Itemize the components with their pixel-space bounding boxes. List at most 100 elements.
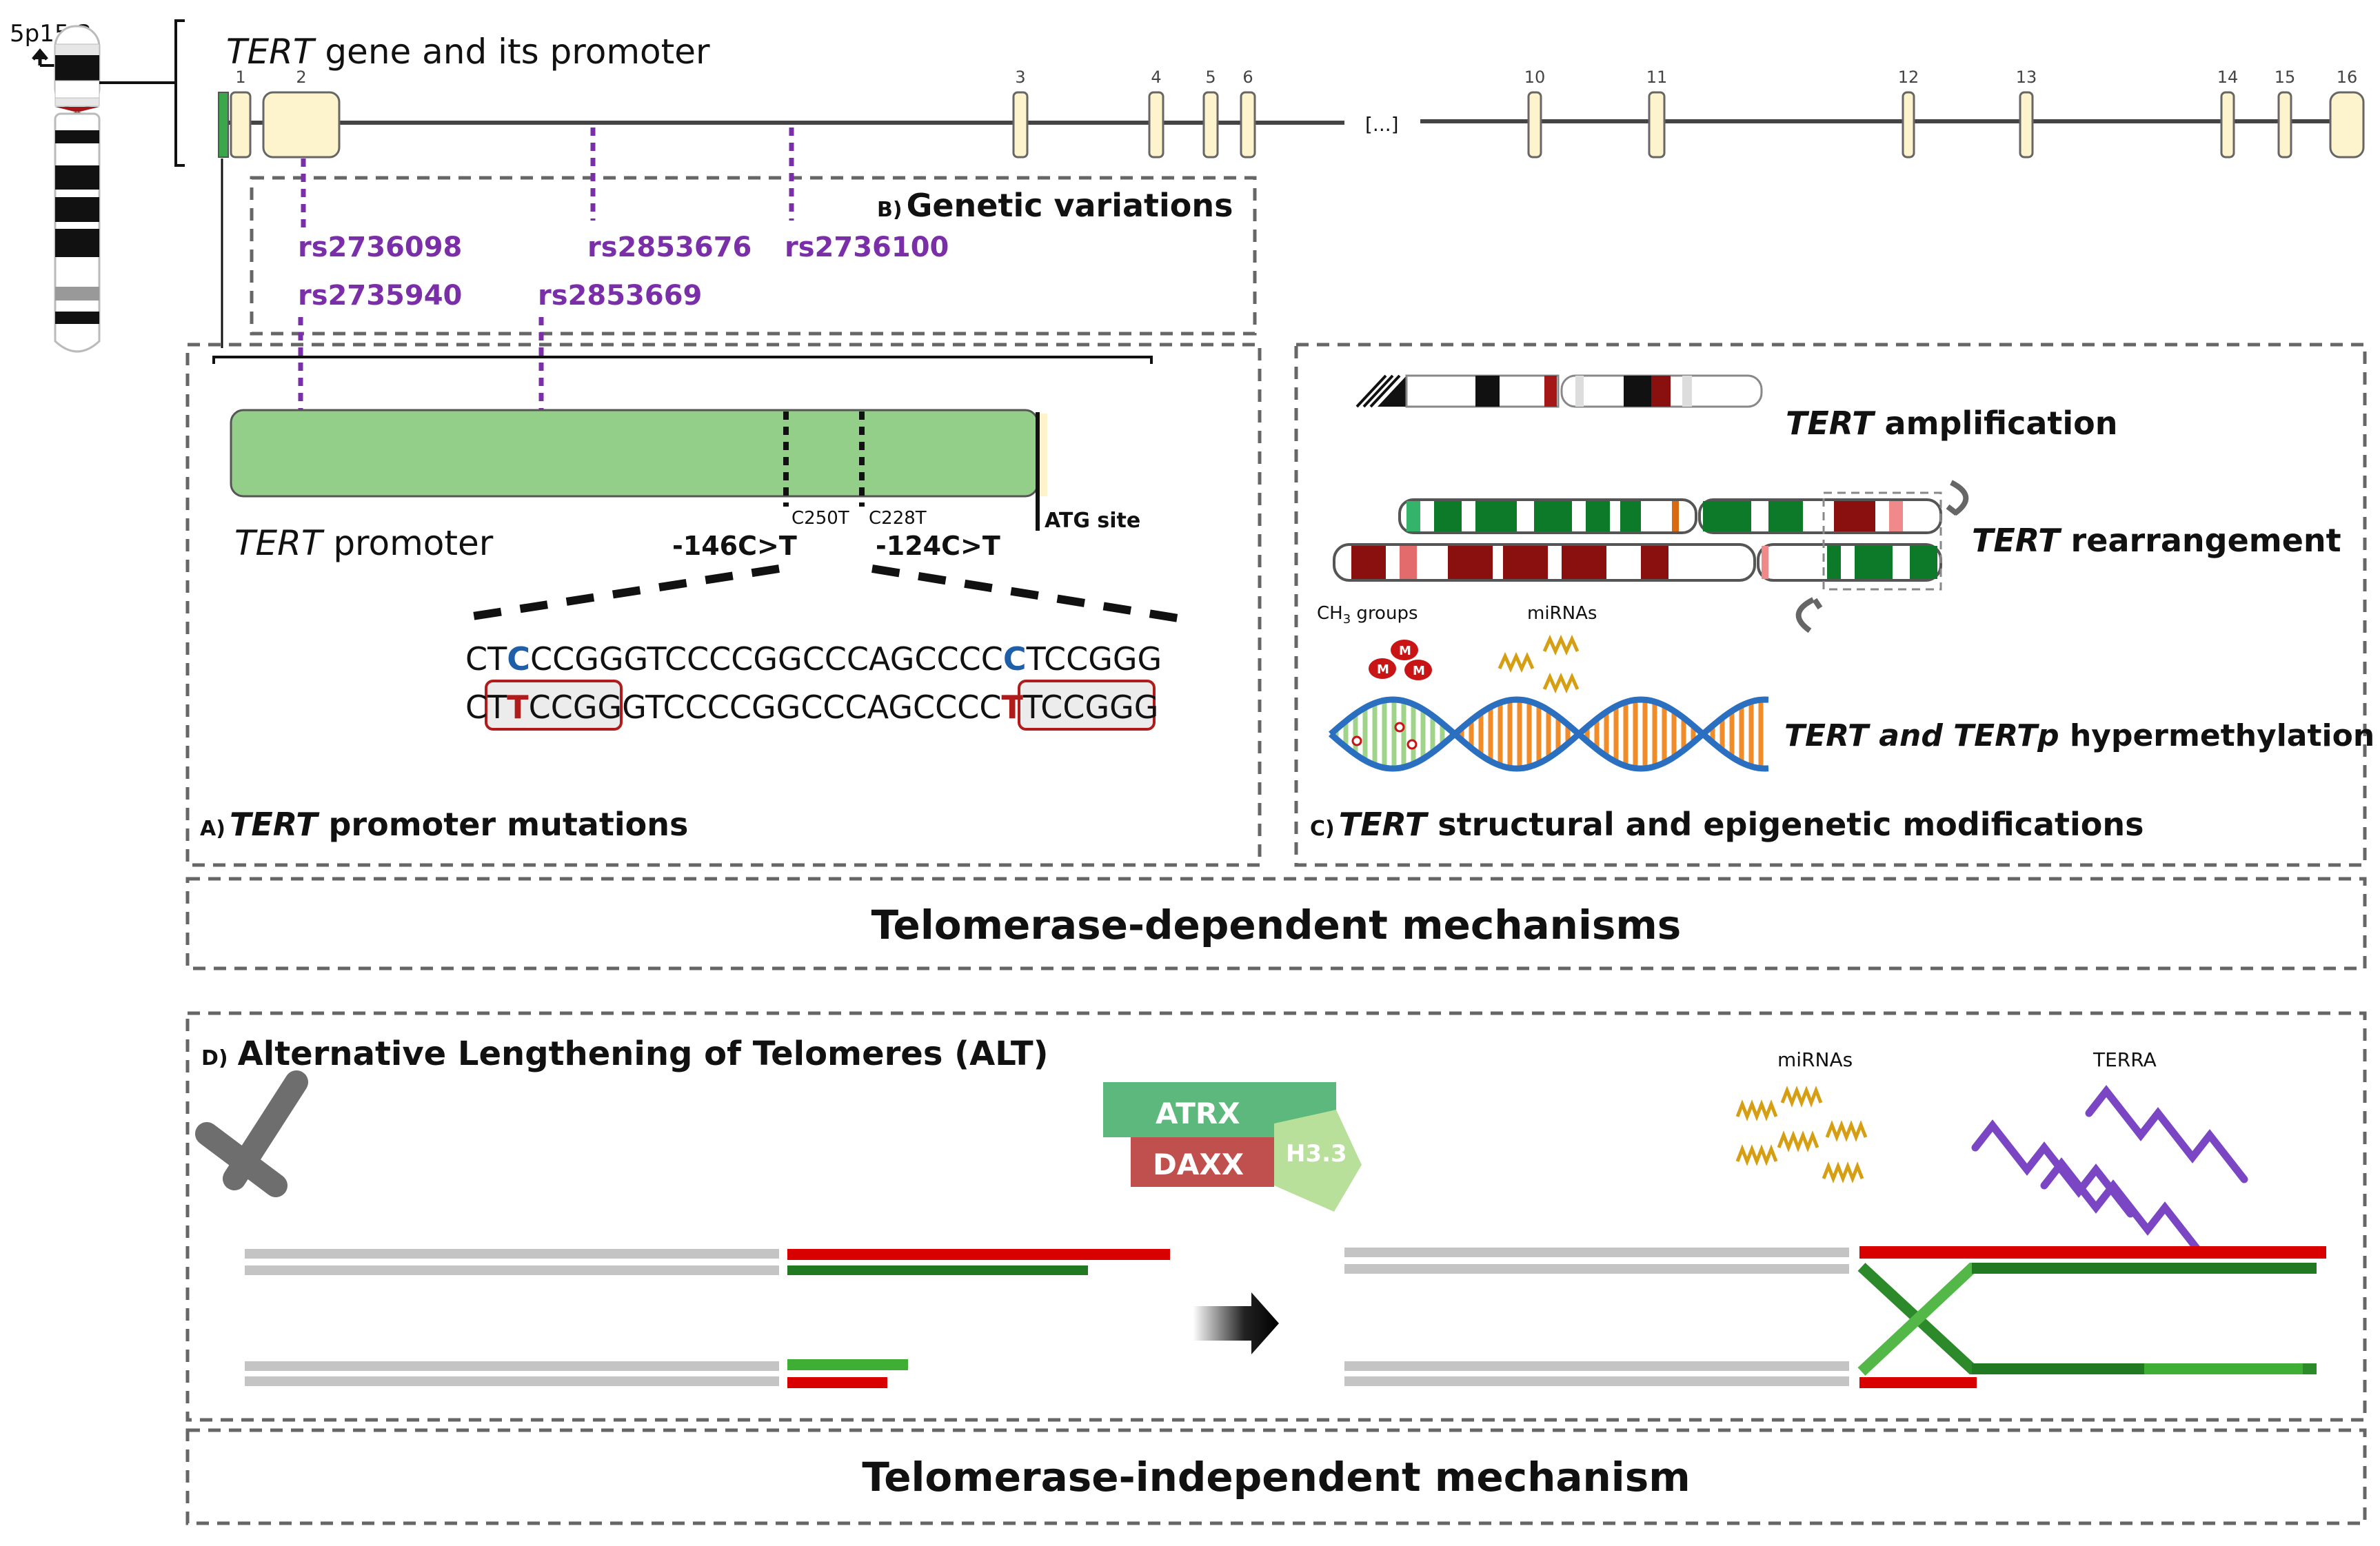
telomerase-dependent-box: [185, 877, 2367, 970]
zoom-line-left: [454, 565, 780, 623]
exon-number: 2: [296, 68, 306, 87]
methyl-groups-icon: M M M: [1369, 640, 1432, 680]
mirna-squiggle: [1735, 1144, 1778, 1166]
ch3-groups-label: CH3 groups: [1317, 603, 1418, 627]
mirna-squiggle: [1780, 1086, 1823, 1108]
snp-label: rs2736100: [785, 232, 949, 263]
mutation-146: -146C>T: [672, 531, 797, 561]
telomerase-dependent-label: Telomerase-dependent mechanisms: [871, 902, 1682, 948]
h33-block: [1274, 1110, 1362, 1212]
terra-squiggle: [2085, 1085, 2248, 1183]
svg-text:DAXX: DAXX: [1153, 1148, 1244, 1181]
exon-number: 6: [1242, 68, 1253, 87]
promoter-label: TERT promoter: [234, 523, 494, 563]
exon-3: [1012, 91, 1029, 159]
helix-strand: [1329, 696, 1769, 772]
daxx-block: [1131, 1137, 1274, 1187]
hypermethylation-label: TERT and TERTp hypermethylation: [1784, 718, 2374, 753]
rotate-arrow-icon: [1946, 480, 1969, 516]
mirna-squiggles-icon: [1497, 634, 1580, 694]
mirna-label-c: miRNAs: [1527, 603, 1597, 624]
gap-label: [...]: [1365, 113, 1399, 136]
panel-d-box: [185, 1011, 2367, 1422]
methyl-site: [1406, 739, 1418, 750]
mutation-label-c228t: C228T: [869, 508, 927, 529]
svg-text:H3.3: H3.3: [1286, 1140, 1347, 1168]
panel-d-title: D)Alternative Lengthening of Telomeres (…: [201, 1035, 1049, 1073]
mutation-124: -124C>T: [876, 531, 1000, 561]
svg-text:M: M: [1413, 664, 1425, 678]
transition-arrow-icon: [1193, 1292, 1279, 1354]
snp-label: rs2735940: [298, 280, 462, 312]
exon-11: [1648, 91, 1666, 159]
helix-strand: [1329, 696, 1769, 772]
mirna-squiggle: [1777, 1130, 1819, 1152]
svg-text:M: M: [1377, 662, 1389, 677]
telomere-strands-before: [245, 1249, 1170, 1388]
exon-13: [2019, 91, 2034, 159]
gene-title: TERT gene and its promoter: [226, 32, 710, 72]
dna-helix-icon: [1329, 696, 1769, 772]
rearrangement-label: TERT rearrangement: [1972, 522, 2341, 559]
terra-squiggle: [1971, 1119, 2135, 1218]
amplified-chromosome: [1355, 374, 1763, 408]
exon-number: 14: [2217, 68, 2239, 87]
mutation-box-2: [1018, 680, 1156, 731]
rotate-arrow-icon: [1795, 597, 1823, 633]
exon-number: 15: [2275, 68, 2296, 87]
telomerase-independent-label: Telomerase-independent mechanism: [862, 1454, 1690, 1501]
svg-text:M: M: [1399, 644, 1411, 658]
promoter-block: [218, 92, 229, 158]
exon-number: 5: [1205, 68, 1216, 87]
svg-text:ATRX: ATRX: [1156, 1097, 1240, 1130]
exon-number: 4: [1151, 68, 1161, 87]
telomere-strands-after: [1344, 1246, 2326, 1388]
mirna-squiggle: [1735, 1099, 1778, 1121]
exon-number: 16: [2337, 68, 2358, 87]
exon-number: 12: [1898, 68, 1919, 87]
methyl-site: [1351, 735, 1362, 746]
mirna-squiggle: [1822, 1161, 1864, 1183]
exon-6: [1240, 91, 1256, 159]
exon-15: [2277, 91, 2292, 159]
snp-label: rs2736098: [298, 232, 462, 263]
chromosome-x-icon: [195, 1070, 308, 1197]
exon-number: 3: [1015, 68, 1025, 87]
mutation-box-1: [485, 680, 623, 731]
mirna-squiggle: [1825, 1120, 1868, 1142]
exon-4: [1148, 91, 1164, 159]
exon-10: [1527, 91, 1542, 159]
promoter-bar: [230, 409, 1039, 498]
terra-label: TERRA: [2092, 1048, 2157, 1071]
atrx-daxx-h33-complex: ATRX DAXX H3.3: [1103, 1082, 1362, 1212]
exon-12: [1902, 91, 1915, 159]
snp-label: rs2853676: [587, 232, 752, 263]
sequence-wild-type: CTCCCGGGTCCCCGGCCCAGCCCCCTCCGGG: [465, 640, 1162, 678]
gene-bracket: [174, 19, 185, 167]
mirna-squiggles-icon: [1735, 1086, 1868, 1183]
telomerase-independent-box: [185, 1428, 2367, 1525]
terra-squiggle: [2040, 1157, 2203, 1256]
methyl-site: [1394, 722, 1405, 733]
exon-2: [262, 91, 341, 159]
exon-number: 10: [1524, 68, 1546, 87]
mirna-label-d: miRNAs: [1777, 1048, 1853, 1071]
terra-squiggles-icon: [1971, 1085, 2248, 1256]
amplification-label: TERT amplification: [1786, 405, 2118, 442]
sequence-mutant: CTTCCGGGTCCCCGGCCCAGCCCCTTCCGGG: [465, 689, 1158, 726]
panel-c-title: C)TERT structural and epigenetic modific…: [1310, 806, 2144, 843]
exon-number: 1: [235, 68, 245, 87]
exon-number: 13: [2016, 68, 2037, 87]
band-arrow-icon: [32, 48, 48, 65]
chromosome-5-ideogram: 5p15.3: [10, 20, 176, 353]
panel-a-box: [185, 343, 1262, 867]
exon-5: [1202, 91, 1219, 159]
panel-b-box: [250, 176, 1257, 336]
mutation-label-c250t: C250T: [791, 508, 849, 529]
rearranged-chromosomes: [1333, 480, 1969, 633]
exon-1: [230, 91, 252, 159]
exon-number: 11: [1646, 68, 1668, 87]
